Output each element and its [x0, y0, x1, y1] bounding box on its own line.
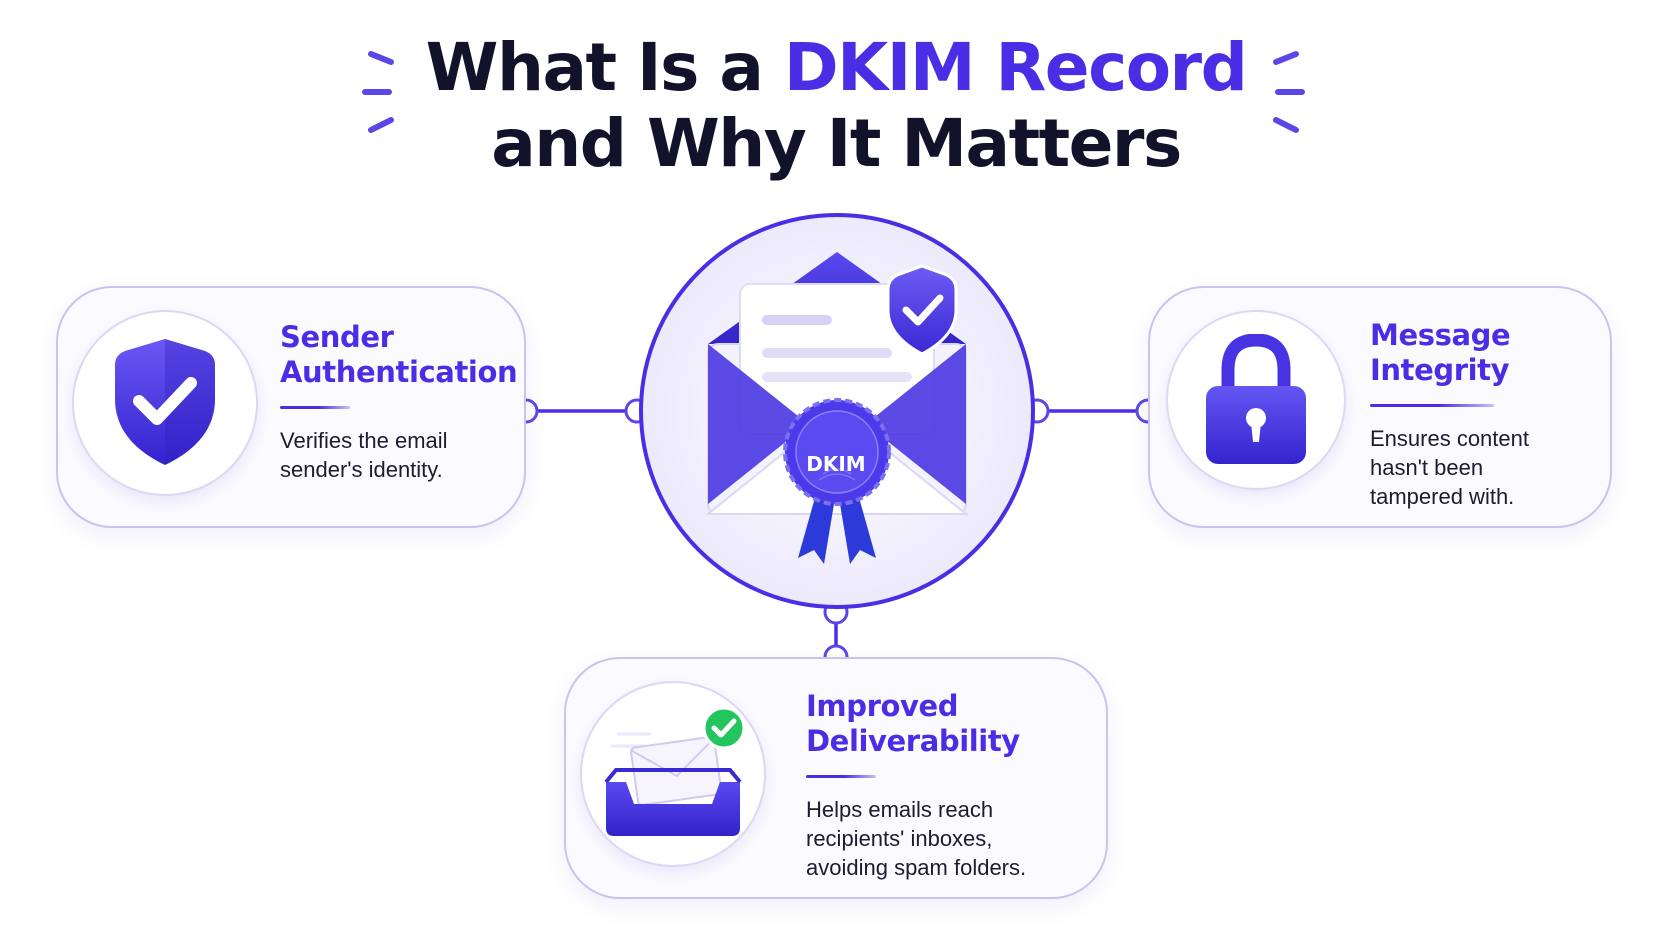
page-title: What Is a DKIM Record and Why It Matters — [0, 30, 1672, 182]
title-line: Sender — [280, 320, 394, 354]
dkim-seal-icon — [783, 398, 891, 564]
title-line: Integrity — [1370, 353, 1510, 387]
title-line: Improved — [806, 689, 959, 723]
sender-icon-circle — [72, 310, 258, 496]
desc-line: Helps emails reach — [806, 797, 994, 822]
dkim-envelope-hub — [639, 213, 1035, 609]
desc-line: Ensures content — [1370, 426, 1529, 451]
shield-check-icon — [886, 264, 958, 356]
title-accent: DKIM Record — [783, 29, 1248, 106]
card-improved-deliverability: Improved Deliverability Helps emails rea… — [564, 657, 1108, 899]
title-line: Deliverability — [806, 724, 1020, 758]
title-prefix: What Is a — [425, 29, 784, 106]
card-description: Verifies the email sender's identity. — [280, 426, 448, 484]
integrity-icon-circle — [1166, 310, 1346, 490]
desc-line: hasn't been — [1370, 455, 1484, 480]
card-description: Ensures content hasn't been tampered wit… — [1370, 424, 1529, 511]
desc-line: recipients' inboxes, — [806, 826, 993, 851]
left-sparkle-icon — [362, 51, 394, 133]
card-sender-authentication: Sender Authentication Verifies the email… — [56, 286, 526, 528]
card-title: Sender Authentication — [280, 320, 518, 390]
title-line: Message — [1370, 318, 1511, 352]
desc-line: Verifies the email — [280, 428, 448, 453]
title-line-1: What Is a DKIM Record — [0, 30, 1672, 106]
inbox-tray-icon — [604, 706, 746, 836]
title-underline — [280, 406, 350, 409]
deliverability-icon-circle — [580, 681, 766, 867]
padlock-icon — [1206, 334, 1306, 464]
success-check-icon — [702, 706, 746, 750]
desc-line: avoiding spam folders. — [806, 855, 1027, 880]
card-title: Message Integrity — [1370, 318, 1511, 388]
card-description: Helps emails reach recipients' inboxes, … — [806, 795, 1026, 882]
card-title: Improved Deliverability — [806, 689, 1020, 759]
shield-check-icon — [115, 339, 215, 465]
title-line-2: and Why It Matters — [491, 105, 1182, 182]
desc-line: tampered with. — [1370, 484, 1515, 509]
title-line: Authentication — [280, 355, 518, 389]
desc-line: sender's identity. — [280, 457, 443, 482]
title-underline — [1370, 404, 1494, 407]
card-message-integrity: Message Integrity Ensures content hasn't… — [1148, 286, 1612, 528]
right-sparkle-icon — [1273, 51, 1305, 133]
title-underline — [806, 775, 876, 778]
